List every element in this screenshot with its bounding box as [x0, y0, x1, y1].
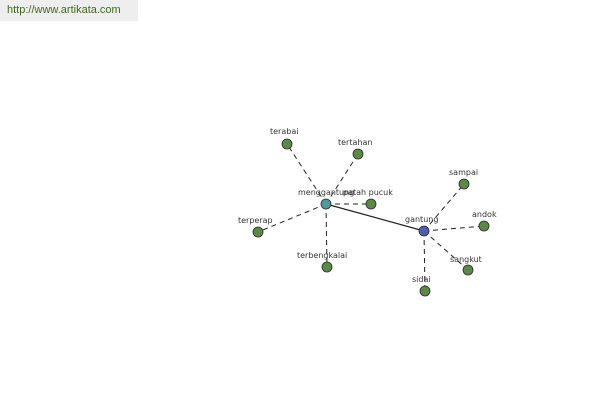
node-tertahan[interactable]	[352, 148, 364, 160]
site-url-link[interactable]: http://www.artikata.com	[7, 4, 121, 16]
edge-menggantung-terperap	[257, 203, 327, 233]
edge-gantung-andok	[423, 225, 485, 232]
label-terperap[interactable]: terperap	[238, 216, 273, 225]
graph-nodes	[252, 138, 490, 297]
edge-gantung-sidai	[423, 230, 426, 292]
graph-edges	[257, 143, 485, 292]
edge-menggantung-tertahan	[325, 153, 359, 205]
edge-menggantung-terabai	[286, 143, 327, 205]
node-terperap[interactable]	[252, 226, 264, 238]
node-sangkut[interactable]	[462, 264, 474, 276]
node-patah-pucuk[interactable]	[365, 198, 377, 210]
label-menggantung[interactable]: menggantung	[298, 188, 354, 197]
graph-labels: terabai tertahan patah pucuk terperap terben…	[238, 127, 497, 284]
node-sampai[interactable]	[458, 178, 470, 190]
label-terabai[interactable]: terabai	[270, 127, 298, 136]
edge-menggantung-gantung	[325, 203, 425, 232]
label-andok[interactable]: andok	[472, 210, 497, 219]
label-sangkut[interactable]: sangkut	[450, 255, 482, 264]
label-patah-pucuk[interactable]: patah pucuk	[343, 188, 393, 197]
label-gantung[interactable]: gantung	[405, 215, 438, 224]
edge-gantung-sangkut	[423, 230, 469, 271]
label-sampai[interactable]: sampai	[449, 168, 478, 177]
url-bar: http://www.artikata.com	[0, 0, 138, 21]
node-terabai[interactable]	[281, 138, 293, 150]
node-andok[interactable]	[478, 220, 490, 232]
edge-menggantung-terbengkalai	[325, 203, 328, 268]
label-terbengkalai[interactable]: terbengkalai	[297, 251, 347, 260]
node-gantung[interactable]	[418, 225, 430, 237]
label-tertahan[interactable]: tertahan	[338, 138, 372, 147]
node-terbengkalai[interactable]	[321, 261, 333, 273]
node-menggantung[interactable]	[320, 198, 332, 210]
node-sidai[interactable]	[419, 285, 431, 297]
edge-gantung-sampai	[423, 183, 465, 232]
label-sidai[interactable]: sidai	[412, 275, 431, 284]
